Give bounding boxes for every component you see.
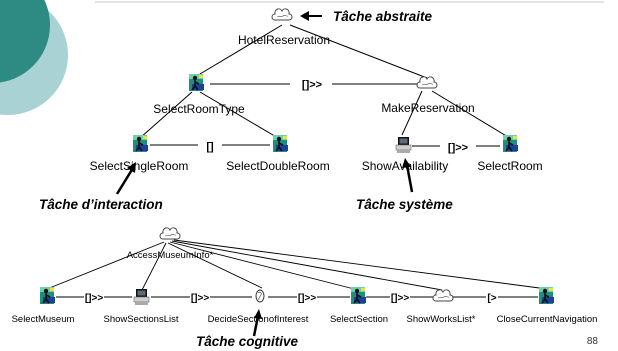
node-close-current-navigation: CloseCurrentNavigation [497, 314, 598, 325]
node-access-museum-info: AccessMuseumInfo* [127, 250, 214, 261]
cognitive-icon [255, 289, 265, 303]
cognitive-arrow [252, 309, 262, 337]
interaction-icon [188, 73, 205, 92]
cloud-icon [432, 289, 454, 302]
node-select-double-room: SelectDoubleRoom [226, 159, 329, 173]
node-show-works-list: ShowWorksList* [407, 314, 476, 325]
node-make-reservation: MakeReservation [381, 101, 474, 115]
page-number: 88 [587, 336, 599, 347]
annotation-system-task: Tâche système [356, 197, 453, 212]
cloud-icon [271, 8, 293, 21]
operator-enabling: []>> [85, 293, 104, 304]
interaction-icon [272, 134, 289, 153]
node-show-sections-list: ShowSectionsList [104, 314, 179, 325]
node-hotel-reservation: HotelReservation [238, 33, 330, 47]
system-arrow [402, 158, 414, 193]
operator-enabling: []>> [302, 79, 322, 91]
computer-icon [395, 136, 412, 154]
node-select-room-type: SelectRoomType [153, 102, 245, 116]
cloud-icon [159, 227, 181, 240]
interaction-icon [350, 286, 367, 305]
interaction-arrow [115, 162, 136, 195]
interaction-icon [502, 134, 519, 153]
operator-enabling: []>> [391, 293, 410, 304]
cloud-icon [416, 76, 438, 89]
operator-disabling: [> [487, 293, 496, 304]
node-select-museum: SelectMuseum [12, 314, 75, 325]
annotation-abstract-task: Tâche abstraite [333, 9, 433, 24]
annotation-cognitive-task: Tâche cognitive [196, 334, 299, 349]
interaction-icon [132, 134, 149, 153]
interaction-icon [538, 286, 555, 305]
node-select-room: SelectRoom [477, 159, 542, 173]
interaction-icon [39, 286, 56, 305]
computer-icon [133, 288, 150, 306]
node-select-section: SelectSection [330, 314, 388, 325]
tree-hotel-reservation [139, 24, 509, 147]
operator-enabling: []>> [448, 142, 468, 154]
node-select-single-room: SelectSingleRoom [90, 159, 189, 173]
operator-enabling: []>> [298, 293, 317, 304]
operator-choice: [] [206, 141, 214, 153]
slide-decoration [0, 0, 604, 115]
abstract-arrow [300, 11, 322, 21]
teal-disc [0, 0, 50, 83]
operator-enabling: []>> [191, 293, 210, 304]
tree-access-museum-info [46, 239, 548, 298]
annotation-interaction-task: Tâche d’interaction [39, 197, 163, 212]
